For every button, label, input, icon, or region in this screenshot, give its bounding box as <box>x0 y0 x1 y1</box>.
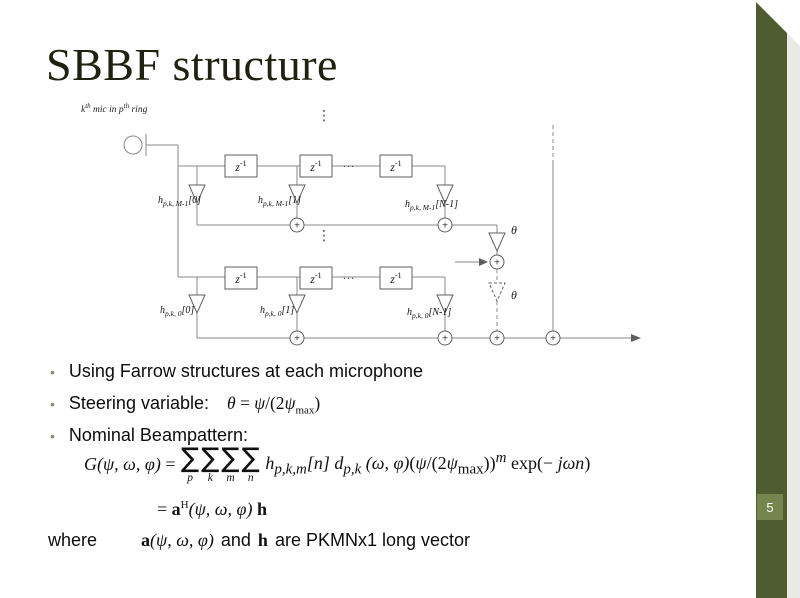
bullet-marker: • <box>50 364 55 380</box>
bullet-text: Using Farrow structures at each micropho… <box>68 361 424 381</box>
page-number-badge: 5 <box>757 494 783 520</box>
bullet-text: Steering variable: <box>68 393 209 413</box>
adder-plus-signs: + + + + + + + <box>294 221 556 345</box>
tap-triangle <box>436 294 454 315</box>
where-rest: are PKMNx1 long vector <box>274 530 471 550</box>
tap-coefficient-label: hp,k, 0[N-1] <box>407 307 452 320</box>
tap-coefficient-label: hp,k, M-1[1] <box>258 195 301 208</box>
delay-block <box>224 154 258 178</box>
bullet-farrow: • Using Farrow structures at each microp… <box>50 361 423 382</box>
tap-triangle <box>288 294 306 315</box>
bullet-text: Nominal Beampattern: <box>68 425 248 445</box>
vertical-ellipsis: ⋮ <box>317 228 331 244</box>
delay-label: z-1 <box>235 159 247 174</box>
tap-coefficient-label: hp,k, M-1[N-1] <box>405 199 458 212</box>
farrow-diagram-svg: + + + + + + + <box>123 125 641 346</box>
arrowhead-icon <box>631 334 641 342</box>
tap-triangle <box>436 184 454 205</box>
mic-label-k: k <box>81 105 86 116</box>
theta-multiplier-triangle-dashed <box>488 282 506 303</box>
tap-triangle <box>188 184 206 205</box>
adder <box>289 330 305 346</box>
mic-label-sup: th <box>85 102 91 110</box>
page-title: SBBF structure <box>46 39 338 90</box>
bullet-marker: • <box>50 396 55 412</box>
farrow-structure-diagram: + + + + + + + kth mic in pth ring ⋮ ⋮ z-… <box>55 100 695 360</box>
bullet-steering: • Steering variable: θ = ψ/(2ψmax) <box>50 393 320 417</box>
plus-icon: + <box>294 334 300 345</box>
delay-label: z-1 <box>310 271 322 286</box>
delay-block <box>379 154 413 178</box>
arrowhead-icon <box>479 258 488 266</box>
delay-label: z-1 <box>235 271 247 286</box>
delay-blocks <box>224 154 413 290</box>
vector-form-formula: = aH(ψ, ω, φ) h <box>157 499 267 519</box>
delay-block <box>299 266 333 290</box>
bullet-marker: • <box>50 428 55 444</box>
delay-block <box>299 154 333 178</box>
mic-label-sup: th <box>123 102 130 110</box>
a-vector-token: a(ψ, ω, φ) <box>141 530 214 550</box>
coefficient-multipliers <box>188 184 506 315</box>
plus-icon: + <box>494 334 500 345</box>
sum-operator: ∑k <box>201 443 220 484</box>
horizontal-ellipsis: ... <box>343 156 355 170</box>
delay-label: z-1 <box>390 159 402 174</box>
math-token: G(ψ, ω, φ) = <box>84 454 180 474</box>
sum-operator: ∑n <box>241 443 260 484</box>
steering-formula: θ = ψ/(2ψmax) <box>227 393 321 417</box>
tap-coefficient-label: hp,k, M-1[0] <box>158 195 201 208</box>
tap-coefficient-label: hp,k, 0[1] <box>260 305 295 318</box>
arrowheads <box>479 258 641 342</box>
sum-operator: ∑m <box>221 443 240 484</box>
mic-label-mid: mic in <box>90 105 119 116</box>
right-edge-strip <box>787 0 800 598</box>
plus-icon: + <box>442 221 448 232</box>
tap-triangle <box>288 184 306 205</box>
bullet-beampattern: • Nominal Beampattern: <box>50 425 248 446</box>
beampattern-formula: G(ψ, ω, φ) = ∑p ∑k ∑m ∑n hp,k,m[n] dp,k … <box>84 443 591 484</box>
delay-label: z-1 <box>390 271 402 286</box>
adder <box>545 330 561 346</box>
math-token: hp,k,m[n] dp,k (ω, φ)(ψ/(2ψmax))m exp(− … <box>265 450 591 478</box>
plus-icon: + <box>294 221 300 232</box>
h-vector-token: h <box>257 530 268 550</box>
plus-icon: + <box>494 258 500 269</box>
sum-operator: ∑p <box>181 443 200 484</box>
adder <box>489 330 505 346</box>
where-label: where <box>48 530 98 550</box>
horizontal-ellipsis: ... <box>343 268 355 282</box>
adder <box>289 217 305 233</box>
delay-label: z-1 <box>310 159 322 174</box>
tap-triangle <box>188 294 206 315</box>
adder <box>437 330 453 346</box>
delay-block <box>379 266 413 290</box>
mic-label-tail: ring <box>129 105 148 116</box>
adders <box>289 217 561 346</box>
where-line: where a(ψ, ω, φ) and h are PKMNx1 long v… <box>48 530 470 551</box>
and-label: and <box>220 530 251 550</box>
microphone-icon <box>123 135 143 155</box>
adder <box>437 217 453 233</box>
vertical-ellipsis: ⋮ <box>317 108 331 124</box>
theta-label: θ <box>511 288 517 302</box>
theta-multiplier-triangle <box>488 232 506 253</box>
delay-block <box>224 266 258 290</box>
mic-label-p: p <box>118 105 124 116</box>
plus-icon: + <box>442 334 448 345</box>
theta-label: θ <box>511 223 517 237</box>
tap-coefficient-label: hp,k, 0[0] <box>160 305 195 318</box>
mic-label: kth mic in pth ring <box>81 102 147 115</box>
adder <box>489 254 505 270</box>
signal-lines <box>123 125 633 339</box>
plus-icon: + <box>550 334 556 345</box>
